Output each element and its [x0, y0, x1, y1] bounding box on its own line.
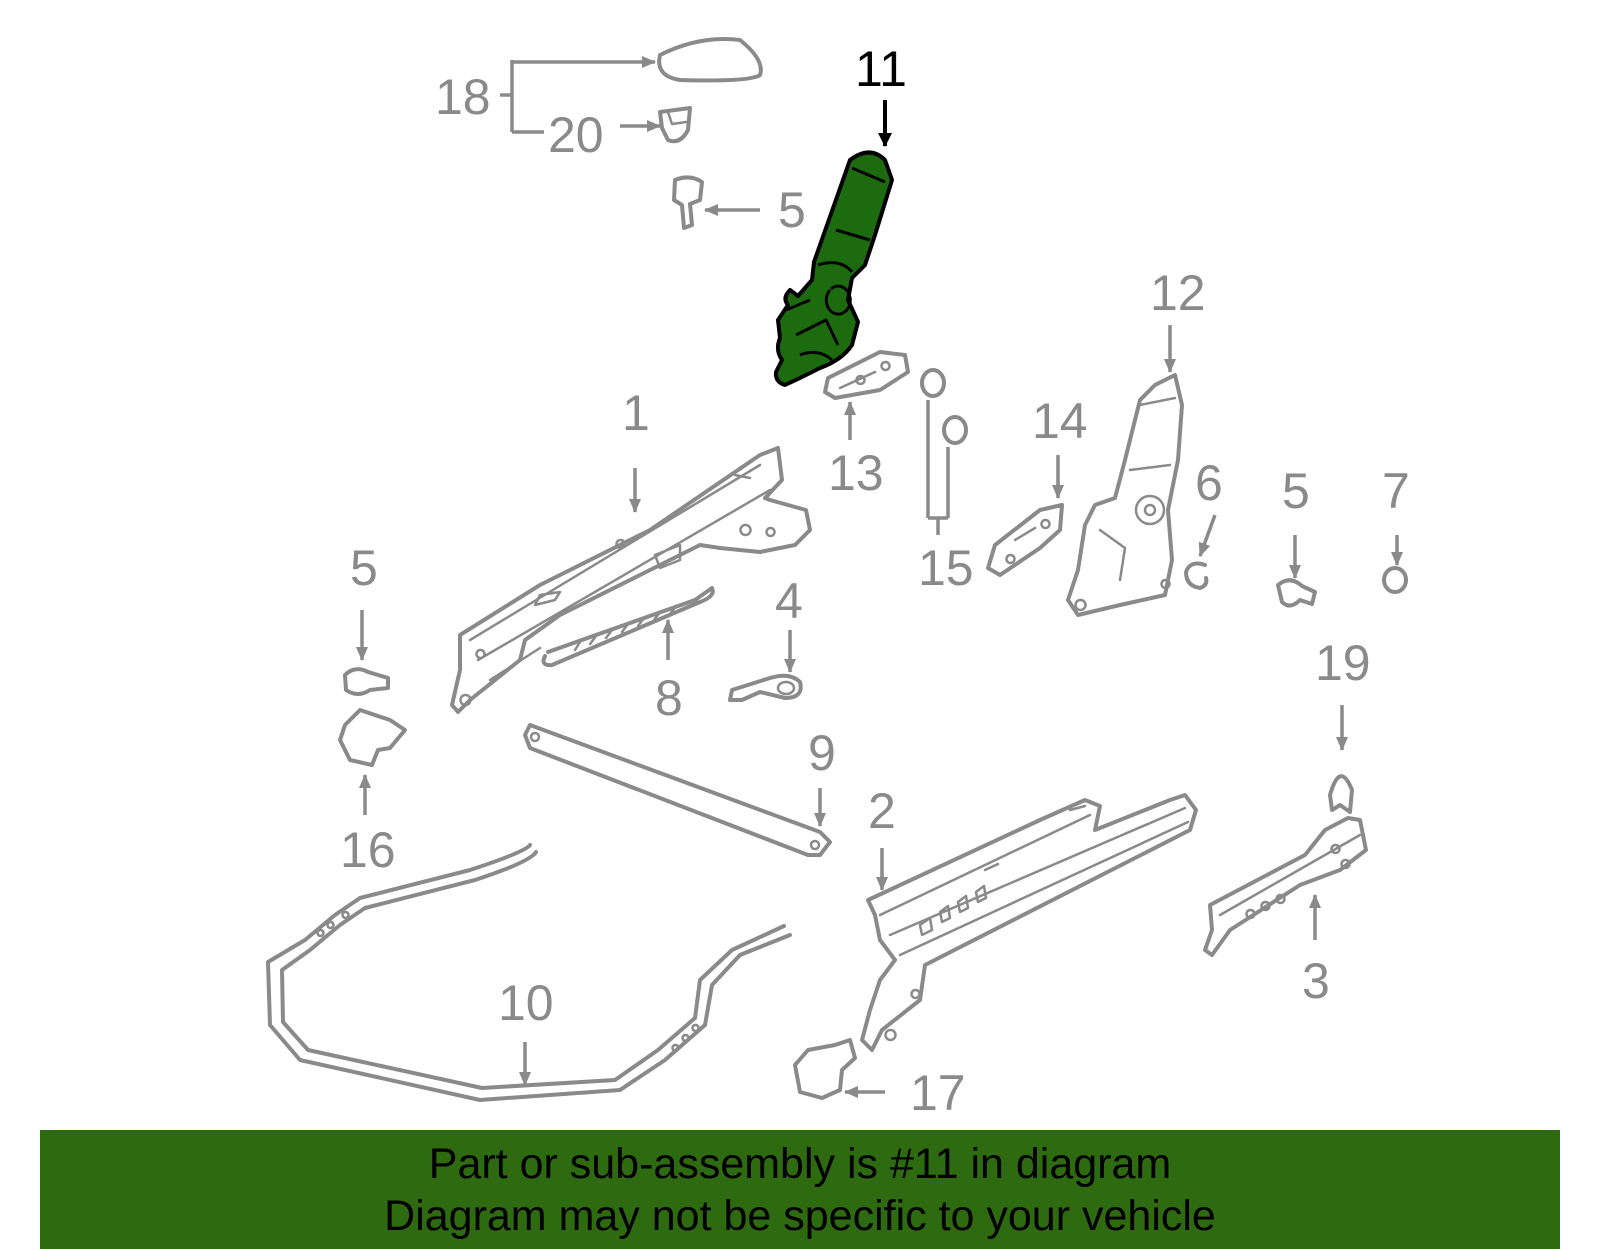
part-5-bolt-right — [1276, 578, 1317, 608]
callout-10: 10 — [498, 975, 554, 1031]
callout-17: 17 — [910, 1065, 966, 1121]
part-20-clip — [658, 106, 692, 144]
callout-7: 7 — [1382, 463, 1410, 519]
callout-13: 13 — [828, 445, 884, 501]
part-16-cover — [338, 708, 407, 767]
part-10-frame — [266, 843, 792, 1102]
part-2-seat-track-right — [860, 793, 1198, 1052]
callout-19: 19 — [1315, 635, 1371, 691]
callout-1: 1 — [622, 385, 650, 441]
part-13-bracket — [823, 350, 910, 400]
part-19-clip — [1328, 774, 1354, 814]
callout-11: 11 — [855, 41, 907, 97]
callout-12: 12 — [1150, 265, 1206, 321]
callout-4: 4 — [775, 573, 803, 629]
callout-20: 20 — [548, 107, 604, 163]
banner-line-1: Part or sub-assembly is #11 in diagram — [428, 1139, 1172, 1188]
callout-5-right: 5 — [1282, 463, 1310, 519]
info-banner: Part or sub-assembly is #11 in diagram D… — [40, 1130, 1560, 1249]
part-14-plate — [986, 503, 1064, 577]
part-7-cap — [1382, 566, 1408, 594]
callout-3: 3 — [1302, 953, 1330, 1009]
parts-diagram: 18 20 5 11 13 15 12 14 — [266, 37, 1410, 1121]
part-5-bolt-top — [672, 175, 704, 230]
callout-14: 14 — [1032, 393, 1088, 449]
part-4-lever — [728, 673, 803, 702]
part-9-bar — [523, 723, 832, 857]
leader-18-20 — [500, 56, 661, 134]
callout-15: 15 — [918, 540, 974, 596]
callout-8: 8 — [655, 670, 683, 726]
part-11-recliner-cover — [773, 150, 894, 387]
callout-18: 18 — [435, 69, 491, 125]
callout-2: 2 — [868, 783, 896, 839]
part-12-recliner — [1066, 373, 1184, 617]
callout-5-top: 5 — [778, 182, 806, 238]
callout-5-left: 5 — [350, 540, 378, 596]
part-18-cap — [657, 37, 763, 83]
banner-line-2: Diagram may not be specific to your vehi… — [384, 1191, 1216, 1240]
callout-6: 6 — [1195, 455, 1223, 511]
part-17-cover — [793, 1038, 857, 1100]
part-3-bracket — [1203, 816, 1368, 957]
callout-16: 16 — [340, 822, 396, 878]
part-6-clip — [1184, 561, 1209, 590]
callout-9: 9 — [808, 725, 836, 781]
part-1-seat-track-left — [450, 446, 812, 714]
part-5-bolt-left — [343, 667, 390, 696]
leader-6 — [1198, 514, 1217, 557]
part-8-spring — [541, 586, 715, 668]
part-15-caps — [920, 368, 968, 535]
